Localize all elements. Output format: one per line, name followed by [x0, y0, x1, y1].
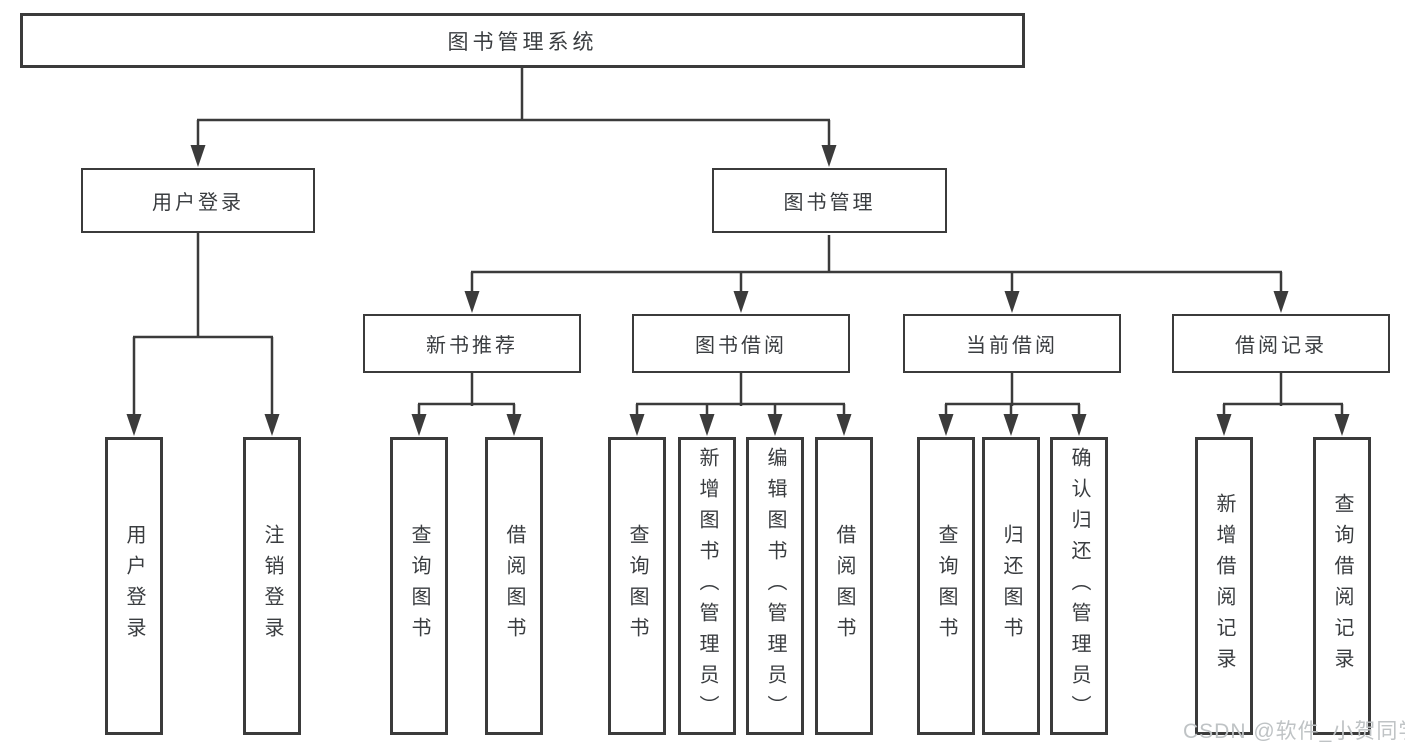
node-label: 图书管理 [783, 192, 876, 214]
node-book-borrow: 图书借阅 [632, 314, 850, 373]
leaf-query-books-borrow: 查询图书 [608, 437, 666, 735]
node-label: 编辑图书（管理员） [764, 446, 786, 726]
node-label: 图书管理系统 [447, 30, 598, 54]
node-label: 借阅记录 [1235, 335, 1327, 357]
node-label: 借阅图书 [833, 524, 855, 648]
leaf-add-borrow-record: 新增借阅记录 [1195, 437, 1253, 735]
node-label: 用户登录 [152, 192, 244, 214]
node-book-management: 图书管理 [712, 168, 947, 233]
leaf-query-books-recommend: 查询图书 [390, 437, 448, 735]
node-label: 新书推荐 [426, 335, 518, 357]
node-label: 查询图书 [408, 524, 430, 648]
node-label: 确认归还（管理员） [1068, 446, 1090, 726]
node-label: 当前借阅 [966, 335, 1058, 357]
leaf-borrow-books-recommend: 借阅图书 [485, 437, 543, 735]
leaf-query-books-current: 查询图书 [917, 437, 975, 735]
node-label: 新增图书（管理员） [696, 446, 718, 726]
leaf-confirm-return-admin: 确认归还（管理员） [1050, 437, 1108, 735]
node-user-login: 用户登录 [81, 168, 315, 233]
leaf-user-login: 用户登录 [105, 437, 163, 735]
node-label: 新增借阅记录 [1213, 493, 1235, 679]
node-label: 查询借阅记录 [1331, 493, 1353, 679]
node-label: 用户登录 [123, 524, 145, 648]
node-new-book-recommend: 新书推荐 [363, 314, 581, 373]
node-label: 注销登录 [261, 524, 283, 648]
node-label: 借阅图书 [503, 524, 525, 648]
node-current-borrow: 当前借阅 [903, 314, 1121, 373]
node-library-management-system: 图书管理系统 [20, 13, 1025, 68]
node-label: 归还图书 [1000, 524, 1022, 648]
node-label: 查询图书 [626, 524, 648, 648]
node-borrow-records: 借阅记录 [1172, 314, 1390, 373]
leaf-query-borrow-record: 查询借阅记录 [1313, 437, 1371, 735]
leaf-edit-books-admin: 编辑图书（管理员） [746, 437, 804, 735]
leaf-logout-login: 注销登录 [243, 437, 301, 735]
leaf-borrow-books: 借阅图书 [815, 437, 873, 735]
leaf-add-books-admin: 新增图书（管理员） [678, 437, 736, 735]
csdn-watermark: CSDN @软件_小贺同学 [1183, 720, 1405, 743]
node-label: 图书借阅 [695, 335, 787, 357]
node-label: 查询图书 [935, 524, 957, 648]
leaf-return-books: 归还图书 [982, 437, 1040, 735]
